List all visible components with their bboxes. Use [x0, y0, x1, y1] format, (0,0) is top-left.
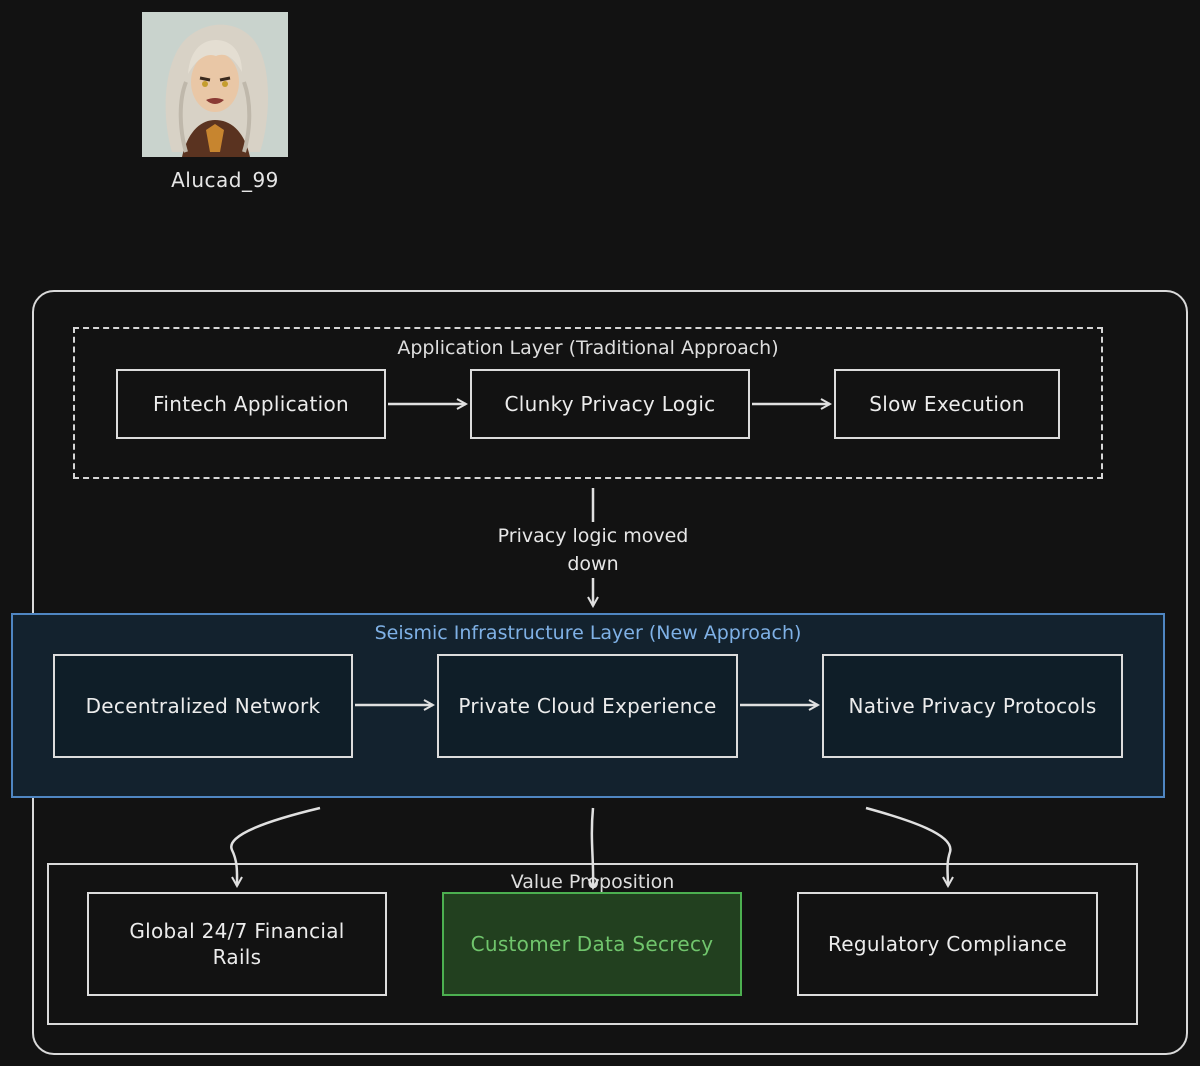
seismic-layer-title: Seismic Infrastructure Layer (New Approa…	[374, 622, 802, 644]
node-fintech-application[interactable]: Fintech Application	[116, 369, 386, 439]
node-customer-data-secrecy[interactable]: Customer Data Secrecy	[442, 892, 742, 996]
node-decentralized-network[interactable]: Decentralized Network	[53, 654, 353, 758]
edge-label-line1: Privacy logic moved	[497, 525, 689, 547]
node-regulatory-compliance[interactable]: Regulatory Compliance	[797, 892, 1098, 996]
node-clunky-privacy-logic[interactable]: Clunky Privacy Logic	[470, 369, 750, 439]
node-global-financial-rails[interactable]: Global 24/7 Financial Rails	[87, 892, 387, 996]
node-native-privacy-protocols[interactable]: Native Privacy Protocols	[822, 654, 1123, 758]
avatar-illustration-icon	[142, 12, 288, 157]
edge-label-privacy-moved: Privacy logic moved down	[460, 522, 726, 578]
username: Alucad_99	[171, 168, 279, 192]
avatar	[142, 12, 288, 157]
edge-label-line2: down	[567, 553, 619, 575]
application-layer-title: Application Layer (Traditional Approach)	[397, 337, 779, 359]
node-slow-execution[interactable]: Slow Execution	[834, 369, 1060, 439]
node-private-cloud-experience[interactable]: Private Cloud Experience	[437, 654, 738, 758]
application-layer-group	[73, 327, 1103, 479]
value-proposition-title: Value Proposition	[510, 871, 675, 893]
